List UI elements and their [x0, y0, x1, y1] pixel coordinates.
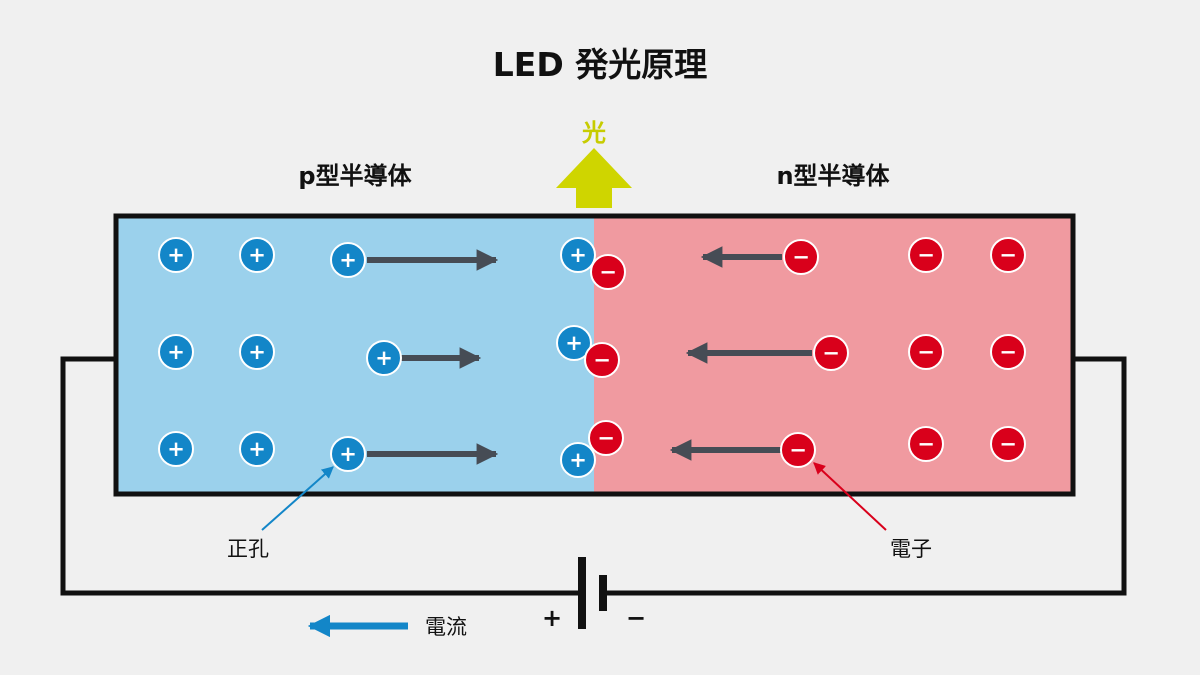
- electron-carrier: −: [588, 420, 624, 456]
- electron-carrier-sign: −: [999, 340, 1017, 364]
- electron-carrier-sign: −: [917, 432, 935, 456]
- hole-carrier-sign: +: [167, 437, 185, 461]
- electron-carrier-sign: −: [597, 426, 615, 450]
- current-label: 電流: [425, 615, 467, 639]
- electron-callout-arrow-icon: [813, 462, 887, 531]
- p-region-label: p型半導体: [298, 162, 412, 190]
- semiconductor-outline: [113, 213, 1076, 497]
- hole-carrier-sign: +: [248, 437, 266, 461]
- electron-carrier-sign: −: [917, 340, 935, 364]
- hole-carrier: +: [158, 237, 194, 273]
- hole-carrier: +: [560, 442, 596, 478]
- light-label: 光: [581, 119, 606, 147]
- electron-carrier-sign: −: [593, 348, 611, 372]
- hole-carrier-sign: +: [569, 243, 587, 267]
- electron-carrier: −: [908, 237, 944, 273]
- hole-carrier: +: [366, 340, 402, 376]
- electron-carrier: −: [783, 239, 819, 275]
- hole-carrier-sign: +: [569, 448, 587, 472]
- electron-carrier-sign: −: [792, 245, 810, 269]
- electron-carrier-sign: −: [599, 260, 617, 284]
- hole-carrier: +: [158, 334, 194, 370]
- circuit-wire: [60, 356, 1127, 596]
- electron-carrier-sign: −: [999, 243, 1017, 267]
- hole-carrier-sign: +: [565, 331, 583, 355]
- hole-carrier-sign: +: [167, 340, 185, 364]
- n-region-label: n型半導体: [776, 162, 890, 190]
- battery-icon: [578, 557, 607, 629]
- hole-carrier: +: [560, 237, 596, 273]
- electron-carrier-sign: −: [999, 432, 1017, 456]
- light-emission-arrow-icon: [556, 148, 632, 208]
- hole-callout-arrow-icon: [261, 466, 334, 531]
- electron-carrier-sign: −: [789, 438, 807, 462]
- electron-carrier: −: [780, 432, 816, 468]
- electron-carrier-sign: −: [917, 243, 935, 267]
- hole-motion-arrows: [367, 249, 499, 465]
- hole-carrier-sign: +: [167, 243, 185, 267]
- hole-carrier: +: [158, 431, 194, 467]
- electron-carrier: −: [990, 237, 1026, 273]
- page-title: LED 発光原理: [493, 45, 707, 84]
- electron-carrier-sign: −: [822, 341, 840, 365]
- holes-group: + + + + + + + + + + + +: [158, 237, 596, 478]
- electron-carrier: −: [990, 334, 1026, 370]
- electron-carrier: −: [813, 335, 849, 371]
- battery-positive-terminal: +: [542, 604, 562, 632]
- electron-carrier: −: [584, 342, 620, 378]
- electron-carrier: −: [590, 254, 626, 290]
- hole-carrier: +: [330, 242, 366, 278]
- electron-callout-label: 電子: [890, 537, 932, 561]
- electrons-group: − − − − − − − − − − − −: [584, 237, 1026, 468]
- hole-callout-label: 正孔: [227, 537, 269, 561]
- hole-carrier-sign: +: [375, 346, 393, 370]
- hole-carrier-sign: +: [339, 248, 357, 272]
- electron-motion-arrows: [669, 246, 812, 461]
- electron-carrier: −: [908, 426, 944, 462]
- battery-negative-terminal: −: [626, 604, 646, 632]
- electron-carrier: −: [990, 426, 1026, 462]
- electron-carrier: −: [908, 334, 944, 370]
- hole-carrier: +: [239, 237, 275, 273]
- hole-carrier-sign: +: [339, 442, 357, 466]
- hole-carrier-sign: +: [248, 340, 266, 364]
- hole-carrier: +: [239, 431, 275, 467]
- hole-carrier-sign: +: [248, 243, 266, 267]
- hole-carrier: +: [556, 325, 592, 361]
- hole-carrier: +: [239, 334, 275, 370]
- hole-carrier: +: [330, 436, 366, 472]
